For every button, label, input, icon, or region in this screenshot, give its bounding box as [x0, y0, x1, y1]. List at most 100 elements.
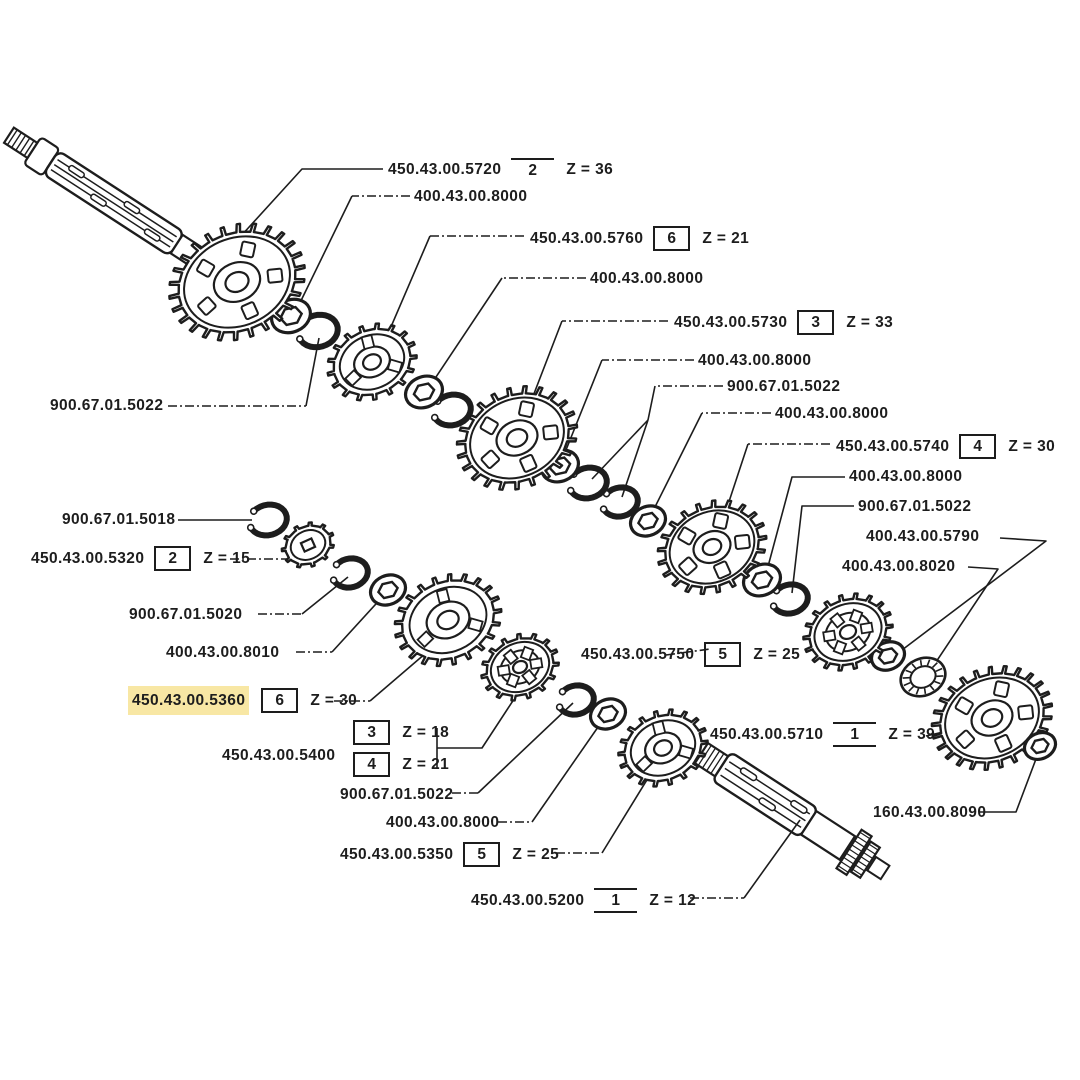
- part-label-8000-c[interactable]: 400.43.00.8000: [698, 350, 811, 371]
- leader-lines: [168, 168, 1047, 899]
- qty-badge: 2: [511, 158, 555, 181]
- gear-450.43.00.5730: [455, 384, 579, 491]
- part-label-5200[interactable]: 450.43.00.5200 1 Z = 12: [471, 888, 696, 913]
- qty-badge: 1: [594, 888, 638, 913]
- teeth-count: Z = 12: [649, 892, 697, 909]
- teeth-count: Z = 36: [566, 161, 614, 178]
- input-shaft: [2, 126, 215, 274]
- part-number: 400.43.00.8000: [386, 814, 500, 831]
- qty-badge: 5: [463, 842, 501, 867]
- part-number: 900.67.01.5020: [129, 606, 243, 623]
- variant-row: 4 Z = 21: [353, 752, 449, 777]
- part-label-5740[interactable]: 450.43.00.5740 4 Z = 30: [836, 434, 1055, 459]
- thrust-washer: [628, 504, 668, 538]
- part-label-5320[interactable]: 450.43.00.5320 2 Z = 15: [31, 546, 250, 571]
- part-number: 450.43.00.5400: [222, 747, 336, 764]
- part-label-5730[interactable]: 450.43.00.5730 3 Z = 33: [674, 310, 893, 335]
- part-number: 450.43.00.5350: [340, 846, 454, 863]
- part-label-5022-d[interactable]: 900.67.01.5022: [340, 784, 453, 805]
- thrust-washer: [741, 562, 783, 598]
- gear-450.43.00.5750: [802, 592, 894, 672]
- part-number: 450.43.00.5750: [581, 646, 695, 663]
- part-number: 450.43.00.5760: [530, 230, 644, 247]
- teeth-count: Z = 30: [310, 692, 358, 709]
- circlip: [769, 581, 811, 617]
- part-number-highlighted: 450.43.00.5360: [132, 690, 246, 711]
- part-label-8000-a[interactable]: 400.43.00.8000: [414, 186, 527, 207]
- part-label-5022-b[interactable]: 900.67.01.5022: [858, 496, 971, 517]
- part-label-5360-highlighted[interactable]: 450.43.00.5360 6 Z = 30: [132, 688, 357, 713]
- part-number: 400.43.00.8000: [849, 468, 963, 485]
- thrust-washer: [588, 697, 628, 731]
- variant-row: 3 Z = 18: [353, 720, 449, 745]
- part-number: 900.67.01.5022: [340, 786, 454, 803]
- part-label-5350[interactable]: 450.43.00.5350 5 Z = 25: [340, 842, 559, 867]
- part-label-5020[interactable]: 900.67.01.5020: [129, 604, 242, 625]
- teeth-count: Z = 33: [846, 314, 894, 331]
- part-label-8020[interactable]: 400.43.00.8020: [842, 556, 955, 577]
- qty-badge: 6: [653, 226, 691, 251]
- part-number: 450.43.00.5710: [710, 726, 824, 743]
- part-label-5720[interactable]: 450.43.00.5720 2 Z = 36: [388, 158, 613, 181]
- output-shaft: [693, 741, 891, 881]
- part-number: 400.43.00.5790: [866, 528, 980, 545]
- thrust-washer: [368, 573, 408, 607]
- part-label-5750[interactable]: 450.43.00.5750 5 Z = 25: [581, 642, 800, 667]
- qty-badge: 4: [353, 752, 391, 777]
- part-number: 400.43.00.8000: [414, 188, 528, 205]
- gear-450.43.00.5360: [393, 573, 503, 668]
- qty-badge: 6: [261, 688, 299, 713]
- part-label-5710[interactable]: 450.43.00.5710 1 Z = 39: [710, 722, 935, 747]
- part-label-5018[interactable]: 900.67.01.5018: [62, 509, 175, 530]
- part-label-5022-a[interactable]: 900.67.01.5022: [727, 376, 840, 397]
- part-number: 900.67.01.5022: [858, 498, 972, 515]
- part-number: 400.43.00.8020: [842, 558, 956, 575]
- part-label-8090[interactable]: 160.43.00.8090: [873, 802, 986, 823]
- thrust-washer: [403, 374, 445, 410]
- gear-450.43.00.5720: [168, 222, 306, 342]
- teeth-count: Z = 25: [753, 646, 801, 663]
- part-number: 900.67.01.5022: [50, 397, 164, 414]
- qty-badge: 5: [704, 642, 742, 667]
- part-label-5760[interactable]: 450.43.00.5760 6 Z = 21: [530, 226, 749, 251]
- part-label-5790[interactable]: 400.43.00.5790: [866, 526, 979, 547]
- gear-450.43.00.5400: [480, 632, 560, 702]
- teeth-count: Z = 18: [402, 724, 450, 741]
- part-number: 450.43.00.5740: [836, 438, 950, 455]
- gear-450.43.00.5760: [326, 322, 418, 402]
- gear-450.43.00.5740: [656, 499, 768, 596]
- teeth-count: Z = 25: [512, 846, 560, 863]
- gear-450.43.00.5320: [280, 521, 335, 569]
- qty-badge: 3: [353, 720, 391, 745]
- part-number: 900.67.01.5022: [727, 378, 841, 395]
- teeth-count: Z = 30: [1008, 438, 1056, 455]
- part-label-5400[interactable]: 450.43.00.5400 3 Z = 18 4 Z = 21: [222, 720, 449, 777]
- teeth-count: Z = 21: [402, 756, 450, 773]
- part-number: 900.67.01.5018: [62, 511, 176, 528]
- part-number: 160.43.00.8090: [873, 804, 987, 821]
- part-label-8000-e[interactable]: 400.43.00.8000: [849, 466, 962, 487]
- part-label-8000-d[interactable]: 400.43.00.8000: [775, 403, 888, 424]
- part-label-8000-f[interactable]: 400.43.00.8000: [386, 812, 499, 833]
- qty-badge: 1: [833, 722, 877, 747]
- thrust-washer: [1022, 731, 1058, 761]
- part-label-8000-b[interactable]: 400.43.00.8000: [590, 268, 703, 289]
- qty-badge: 4: [959, 434, 997, 459]
- gear-450.43.00.5710: [930, 664, 1054, 771]
- teeth-count: Z = 15: [203, 550, 251, 567]
- part-number: 400.43.00.8010: [166, 644, 280, 661]
- teeth-count: Z = 39: [888, 726, 936, 743]
- part-number: 450.43.00.5320: [31, 550, 145, 567]
- qty-badge: 2: [154, 546, 192, 571]
- circlip: [246, 501, 290, 539]
- circlip: [555, 682, 597, 718]
- part-label-8010[interactable]: 400.43.00.8010: [166, 642, 279, 663]
- part-label-5022-c[interactable]: 900.67.01.5022: [50, 395, 163, 416]
- circlip: [329, 555, 371, 591]
- part-number: 450.43.00.5200: [471, 892, 585, 909]
- gear-450.43.00.5350: [617, 708, 709, 788]
- part-number: 400.43.00.8000: [698, 352, 812, 369]
- part-number: 400.43.00.8000: [590, 270, 704, 287]
